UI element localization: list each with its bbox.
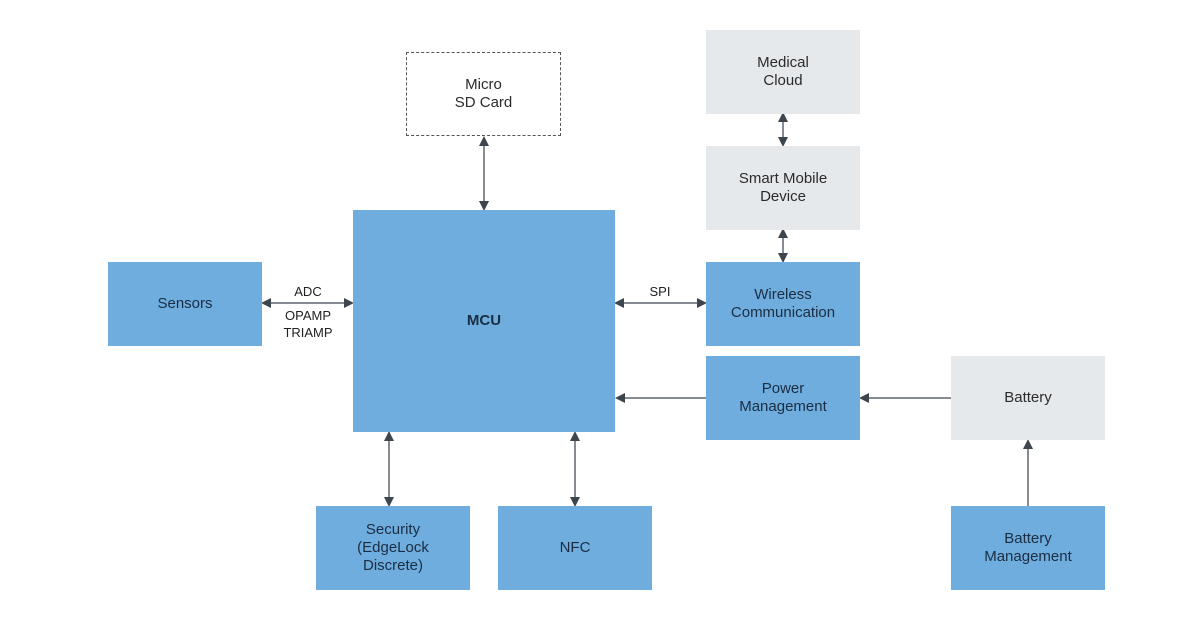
security-block: Security (EdgeLock Discrete) (316, 506, 470, 590)
adc-label: ADC (294, 284, 322, 299)
opamp-triamp-label: OPAMP TRIAMP (283, 308, 333, 340)
power-management-block: Power Management (706, 356, 860, 440)
smart-mobile-device-block: Smart Mobile Device (706, 146, 860, 230)
wireless-communication-block: Wireless Communication (706, 262, 860, 346)
battery-block: Battery (951, 356, 1105, 440)
mcu-block: MCU (353, 210, 615, 432)
battery-management-block: Battery Management (951, 506, 1105, 590)
sensors-block: Sensors (108, 262, 262, 346)
nfc-block: NFC (498, 506, 652, 590)
medical-cloud-block: Medical Cloud (706, 30, 860, 114)
micro-sd-card-block: Micro SD Card (406, 52, 561, 136)
spi-label: SPI (649, 284, 671, 299)
